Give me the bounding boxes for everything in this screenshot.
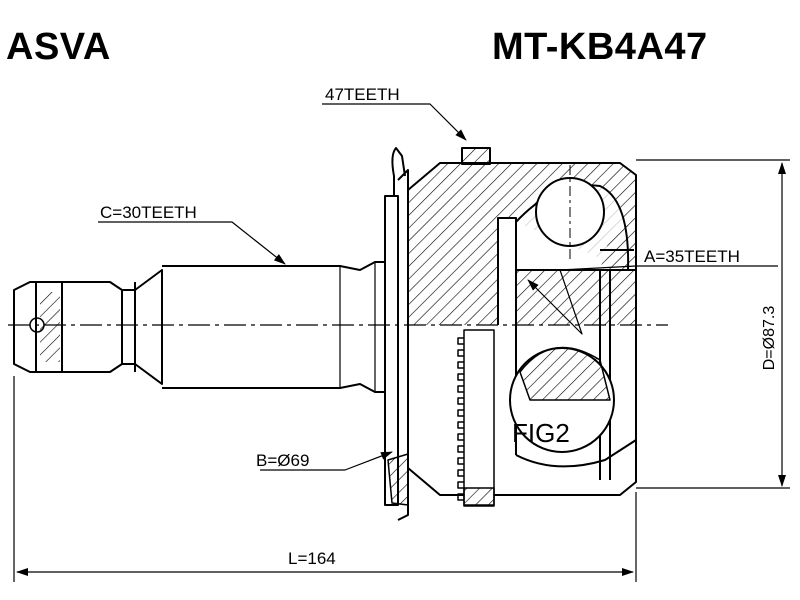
abs-tone-ring [457, 329, 495, 507]
outer-teeth-label: 47TEETH [325, 85, 400, 104]
shaft-body [162, 261, 385, 393]
diameter-dimension [636, 159, 790, 489]
inner-spline-label: A=35TEETH [644, 247, 740, 266]
figure-label: FIG2 [512, 418, 570, 448]
brand-name: ASVA [6, 26, 111, 68]
seal-diameter-label: B=Ø69 [256, 451, 309, 470]
seal-diameter-leader [260, 451, 393, 471]
length-dimension [13, 376, 637, 582]
seal-flange [384, 147, 409, 521]
ball-lower-detail [509, 346, 615, 453]
shaft-end [13, 269, 163, 385]
shaft-spline-label: C=30TEETH [100, 203, 197, 222]
outer-diameter-label: D=Ø87.3 [761, 306, 778, 371]
part-number: MT-KB4A47 [492, 26, 708, 68]
shaft-spline-leader [98, 221, 286, 265]
total-length-label: L=164 [288, 549, 336, 568]
outer-teeth-leader [322, 103, 467, 141]
inner-spline-leader [527, 265, 778, 335]
